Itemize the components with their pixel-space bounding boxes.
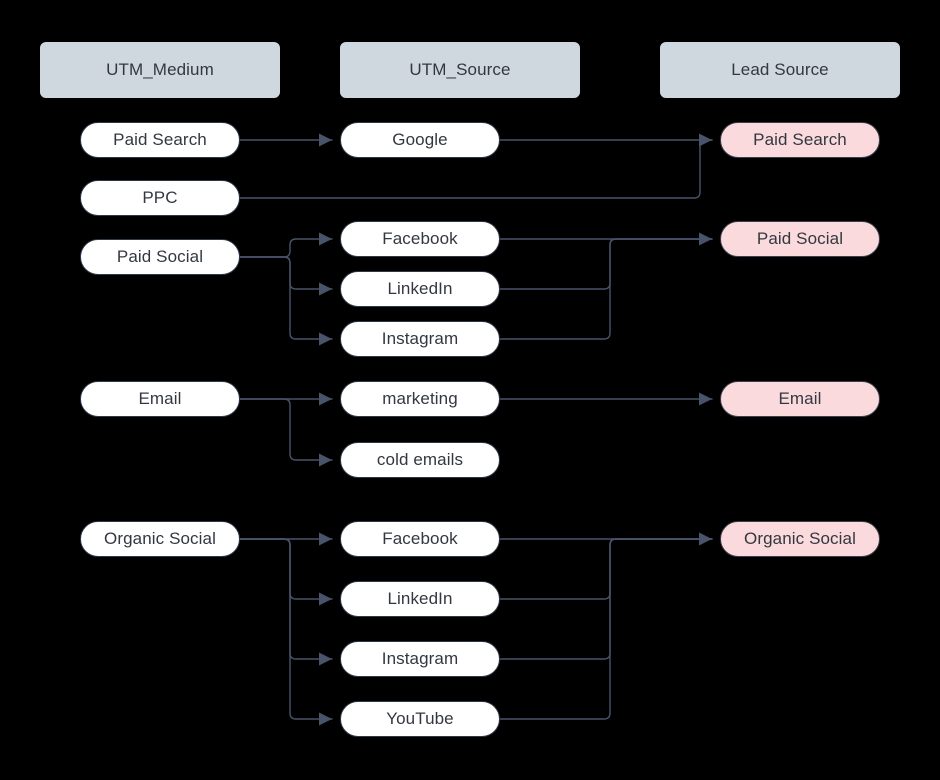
node-label: YouTube [386, 709, 454, 728]
arrowhead-to-s_linkedin_o [319, 592, 332, 606]
node-label: Paid Search [753, 130, 847, 149]
node-s_facebook_p[interactable]: Facebook [340, 221, 500, 257]
node-s_facebook_o[interactable]: Facebook [340, 521, 500, 557]
node-s_instagram_p[interactable]: Instagram [340, 321, 500, 357]
arrowhead-to-s_facebook_o [319, 532, 332, 546]
arrowhead-to-s_instagram_p [319, 332, 332, 346]
edge-m_paid_social-to-s_linkedin_p [239, 256, 333, 290]
node-label: cold emails [376, 450, 464, 469]
edge-s_youtube-to-l_organic_social [499, 538, 713, 720]
node-s_cold_emails[interactable]: cold emails [340, 442, 500, 478]
edge-m_paid_social-to-s_facebook_p [239, 238, 333, 258]
arrowhead-to-l_organic_social [699, 532, 712, 546]
node-l_paid_search[interactable]: Paid Search [720, 122, 880, 158]
node-label: Paid Social [116, 247, 204, 266]
node-label: Facebook [382, 529, 458, 548]
node-s_instagram_o[interactable]: Instagram [340, 641, 500, 677]
edge-m_organic_social-to-s_youtube [239, 538, 333, 720]
node-label: Paid Search [113, 130, 207, 149]
node-s_linkedin_o[interactable]: LinkedIn [340, 581, 500, 617]
column-header-lead_source: Lead Source [660, 42, 900, 98]
node-m_email[interactable]: Email [80, 381, 240, 417]
node-s_marketing[interactable]: marketing [340, 381, 500, 417]
node-m_organic_social[interactable]: Organic Social [80, 521, 240, 557]
node-s_youtube[interactable]: YouTube [340, 701, 500, 737]
arrowhead-to-s_linkedin_p [319, 282, 332, 296]
column-header-utm_source: UTM_Source [340, 42, 580, 98]
node-l_email[interactable]: Email [720, 381, 880, 417]
edge-s_instagram_p-to-l_paid_social [499, 238, 713, 340]
column-header-utm_medium: UTM_Medium [40, 42, 280, 98]
node-m_ppc[interactable]: PPC [80, 180, 240, 216]
node-label: Instagram [381, 329, 459, 348]
arrowhead-to-s_cold_emails [319, 453, 332, 467]
node-l_paid_social[interactable]: Paid Social [720, 221, 880, 257]
arrowhead-to-s_google [319, 133, 332, 147]
node-label: Google [392, 130, 448, 149]
node-label: Facebook [382, 229, 458, 248]
node-label: Instagram [381, 649, 459, 668]
edge-s_linkedin_o-to-l_organic_social [499, 538, 713, 600]
node-label: Organic Social [744, 529, 856, 548]
node-l_organic_social[interactable]: Organic Social [720, 521, 880, 557]
column-header-label: UTM_Medium [106, 60, 214, 79]
column-header-label: Lead Source [731, 60, 829, 79]
edge-s_instagram_o-to-l_organic_social [499, 538, 713, 660]
node-s_google[interactable]: Google [340, 122, 500, 158]
arrowhead-to-s_instagram_o [319, 652, 332, 666]
node-label: Paid Social [756, 229, 844, 248]
node-label: Organic Social [104, 529, 216, 548]
edge-m_email-to-s_cold_emails [239, 398, 333, 461]
edge-m_organic_social-to-s_linkedin_o [239, 538, 333, 600]
node-m_paid_search[interactable]: Paid Search [80, 122, 240, 158]
arrowhead-to-l_email [699, 392, 712, 406]
node-label: Email [138, 389, 182, 408]
arrowhead-to-s_marketing [319, 392, 332, 406]
edge-m_paid_social-to-s_instagram_p [239, 256, 333, 340]
arrowhead-to-s_facebook_p [319, 232, 332, 246]
edge-m_organic_social-to-s_instagram_o [239, 538, 333, 660]
node-label: marketing [382, 389, 458, 408]
arrowhead-to-l_paid_search [699, 133, 712, 147]
edge-s_linkedin_p-to-l_paid_social [499, 238, 713, 290]
node-label: PPC [142, 188, 178, 207]
node-m_paid_social[interactable]: Paid Social [80, 239, 240, 275]
column-header-label: UTM_Source [409, 60, 511, 79]
node-label: LinkedIn [387, 589, 453, 608]
node-label: Email [778, 389, 822, 408]
node-label: LinkedIn [387, 279, 453, 298]
arrowhead-to-l_paid_social [699, 232, 712, 246]
node-s_linkedin_p[interactable]: LinkedIn [340, 271, 500, 307]
arrowhead-to-s_youtube [319, 712, 332, 726]
